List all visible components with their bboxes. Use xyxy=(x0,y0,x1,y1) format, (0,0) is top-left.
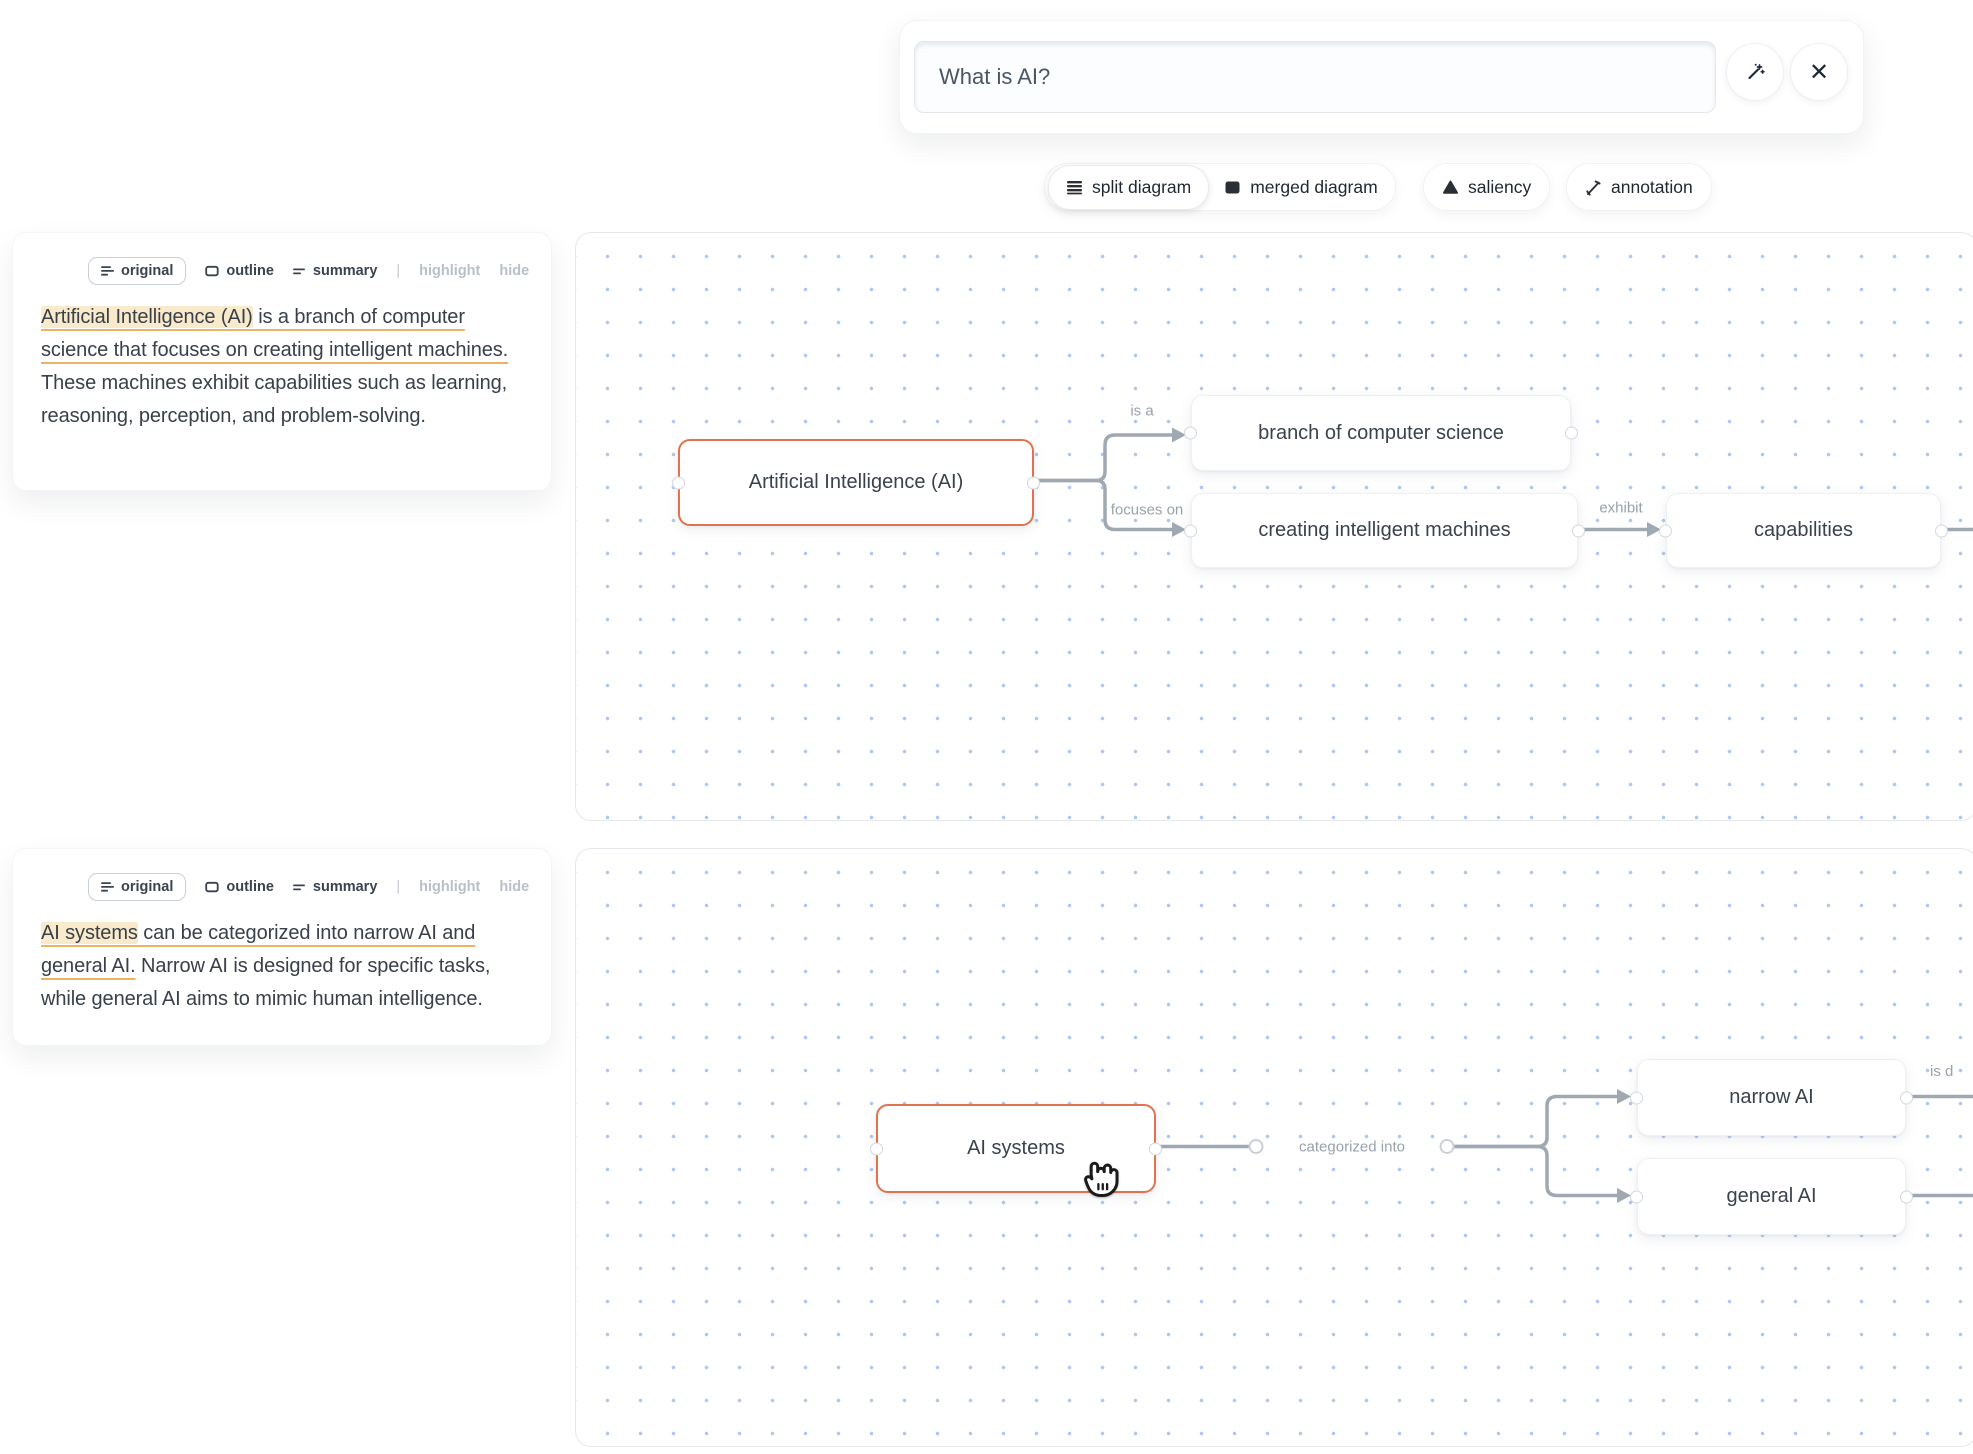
tab-outline-label: outline xyxy=(226,879,274,895)
text-lines-icon xyxy=(101,265,114,277)
chip-split-diagram-label: split diagram xyxy=(1092,176,1192,197)
node-handle-left[interactable] xyxy=(1630,1091,1643,1104)
diagram-canvas-1[interactable]: is a focuses on exhibit Artificial Intel… xyxy=(575,232,1973,821)
edge-label-is-a: is a xyxy=(1130,402,1154,420)
question-input[interactable] xyxy=(914,41,1716,113)
tab-original-label: original xyxy=(121,879,174,895)
tab-hide[interactable]: hide xyxy=(499,263,530,279)
chip-merged-diagram[interactable]: merged diagram xyxy=(1209,177,1396,198)
node-general-ai[interactable]: general AI xyxy=(1630,1158,1913,1235)
question-card: ✕ xyxy=(899,20,1864,134)
equals-icon xyxy=(292,882,306,893)
tab-original[interactable]: original xyxy=(88,257,187,285)
tab-outline[interactable]: outline xyxy=(205,879,274,895)
node-label: creating intelligent machines xyxy=(1258,519,1511,541)
edge-label-categorized-into: categorized into xyxy=(1299,1138,1405,1156)
tab-separator: | xyxy=(396,879,401,895)
node-handle-left[interactable] xyxy=(1184,524,1197,537)
node-handle-right[interactable] xyxy=(1572,524,1585,537)
node-handle-right[interactable] xyxy=(1935,524,1948,537)
source-text-panel-2: original outline summary | highlight hid… xyxy=(12,848,552,1046)
panel2-text: AI systems can be categorized into narro… xyxy=(41,922,491,1010)
source-text-panel-1: original outline summary | highlight hid… xyxy=(12,232,552,491)
chip-split-diagram[interactable]: split diagram xyxy=(1048,164,1210,210)
node-artificial-intelligence[interactable]: Artificial Intelligence (AI) xyxy=(672,439,1040,526)
text-lines-icon xyxy=(101,881,114,893)
tab-summary-label: summary xyxy=(312,879,378,895)
node-handle-right[interactable] xyxy=(1900,1190,1913,1203)
magic-wand-icon xyxy=(1743,60,1767,84)
diagram-mode-switch: split diagram merged diagram xyxy=(1044,163,1396,211)
triangle-icon xyxy=(1442,179,1459,196)
diagram2-edges xyxy=(1156,1089,1973,1203)
tab-outline[interactable]: outline xyxy=(205,263,274,279)
node-handle-left[interactable] xyxy=(1184,426,1197,440)
panel2-tabbar: original outline summary | highlight hid… xyxy=(88,873,529,901)
chip-annotation[interactable]: annotation xyxy=(1566,163,1712,211)
node-capabilities[interactable]: capabilities xyxy=(1659,493,1948,568)
magic-wand-button[interactable] xyxy=(1726,43,1784,101)
node-label: general AI xyxy=(1726,1185,1817,1207)
node-handle-left[interactable] xyxy=(1630,1190,1643,1203)
node-creating-intelligent-machines[interactable]: creating intelligent machines xyxy=(1184,493,1585,568)
edge-label-exhibit: exhibit xyxy=(1599,499,1643,517)
filled-square-icon xyxy=(1224,179,1241,196)
close-icon: ✕ xyxy=(1808,58,1830,86)
node-label: narrow AI xyxy=(1729,1086,1814,1108)
node-handle-right[interactable] xyxy=(1027,476,1040,489)
rows-icon xyxy=(1066,179,1083,196)
square-icon xyxy=(205,881,219,893)
tab-separator: | xyxy=(396,263,401,279)
chip-merged-diagram-label: merged diagram xyxy=(1250,176,1378,197)
tab-summary-label: summary xyxy=(312,263,378,279)
square-icon xyxy=(205,265,219,277)
chip-annotation-label: annotation xyxy=(1611,176,1693,197)
node-label: Artificial Intelligence (AI) xyxy=(748,471,964,493)
node-handle-right[interactable] xyxy=(1565,426,1578,440)
node-handle-right[interactable] xyxy=(1149,1142,1162,1155)
tab-original[interactable]: original xyxy=(88,873,187,901)
edge-label-focuses-on: focuses on xyxy=(1110,501,1184,519)
node-label: AI systems xyxy=(967,1137,1065,1159)
node-handle-right[interactable] xyxy=(1900,1091,1913,1104)
tab-highlight[interactable]: highlight xyxy=(419,879,481,895)
tab-hide[interactable]: hide xyxy=(499,879,530,895)
node-label: capabilities xyxy=(1754,519,1853,541)
tab-summary[interactable]: summary xyxy=(292,263,378,279)
diagram-canvas-2[interactable]: categorized into is d AI systems narrow … xyxy=(575,848,1973,1447)
tab-outline-label: outline xyxy=(226,263,274,279)
node-label: branch of computer science xyxy=(1258,421,1504,444)
edge-label-is-designed-partial: is d xyxy=(1930,1063,1954,1080)
tab-original-label: original xyxy=(121,263,174,279)
pen-slash-icon xyxy=(1585,179,1602,196)
chip-saliency[interactable]: saliency xyxy=(1423,163,1551,211)
equals-icon xyxy=(292,266,306,277)
chip-saliency-label: saliency xyxy=(1468,176,1532,197)
tab-summary[interactable]: summary xyxy=(292,879,378,895)
tab-highlight[interactable]: highlight xyxy=(419,263,481,279)
node-ai-systems[interactable]: AI systems xyxy=(870,1104,1162,1193)
panel1-text: Artificial Intelligence (AI) is a branch… xyxy=(41,306,509,427)
node-handle-left[interactable] xyxy=(870,1142,883,1155)
node-narrow-ai[interactable]: narrow AI xyxy=(1630,1059,1913,1136)
node-handle-left[interactable] xyxy=(672,476,685,489)
panel1-tabbar: original outline summary | highlight hid… xyxy=(88,257,529,285)
node-handle-left[interactable] xyxy=(1659,524,1672,537)
close-button[interactable]: ✕ xyxy=(1790,43,1848,101)
node-branch-of-computer-science[interactable]: branch of computer science xyxy=(1184,395,1578,471)
